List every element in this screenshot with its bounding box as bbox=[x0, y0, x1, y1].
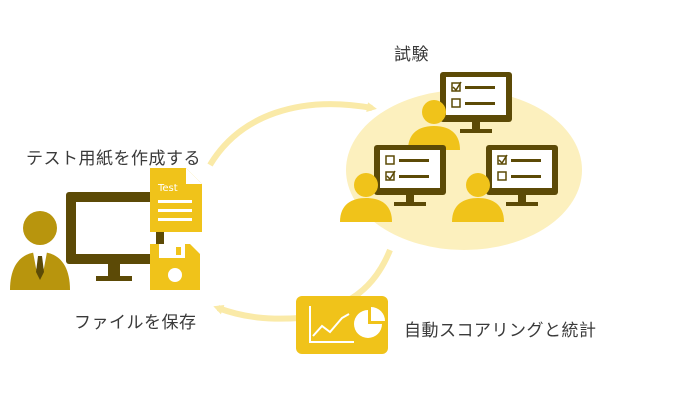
floppy-disk-icon bbox=[150, 244, 200, 290]
exam-monitor-left bbox=[374, 145, 446, 206]
pie-chart-icon bbox=[354, 307, 385, 338]
businessman-icon bbox=[10, 211, 70, 290]
create-test-label: テスト用紙を作成する bbox=[26, 149, 201, 169]
checklist-icon bbox=[385, 155, 429, 181]
save-file-label: ファイルを保存 bbox=[74, 313, 197, 333]
arrow-exam-to-scoring bbox=[343, 248, 393, 305]
exam-area bbox=[346, 90, 582, 250]
exam-label: 試験 bbox=[394, 45, 429, 65]
scoring-chart-icon bbox=[296, 296, 388, 354]
line-chart-icon bbox=[309, 306, 354, 343]
document-icon: Test bbox=[150, 168, 202, 232]
exam-monitor-right bbox=[486, 145, 558, 206]
arrow-scoring-to-save bbox=[213, 305, 301, 322]
arrow-to-exam bbox=[207, 101, 377, 167]
document-title-text: Test bbox=[157, 183, 178, 194]
checklist-icon bbox=[497, 154, 541, 181]
exam-monitor-top bbox=[440, 72, 512, 133]
scoring-label: 自動スコアリングと統計 bbox=[404, 321, 597, 341]
checklist-icon bbox=[451, 81, 495, 108]
person-icon bbox=[408, 100, 460, 150]
person-icon bbox=[340, 173, 392, 222]
monitor-icon bbox=[66, 192, 164, 281]
person-icon bbox=[452, 173, 504, 222]
